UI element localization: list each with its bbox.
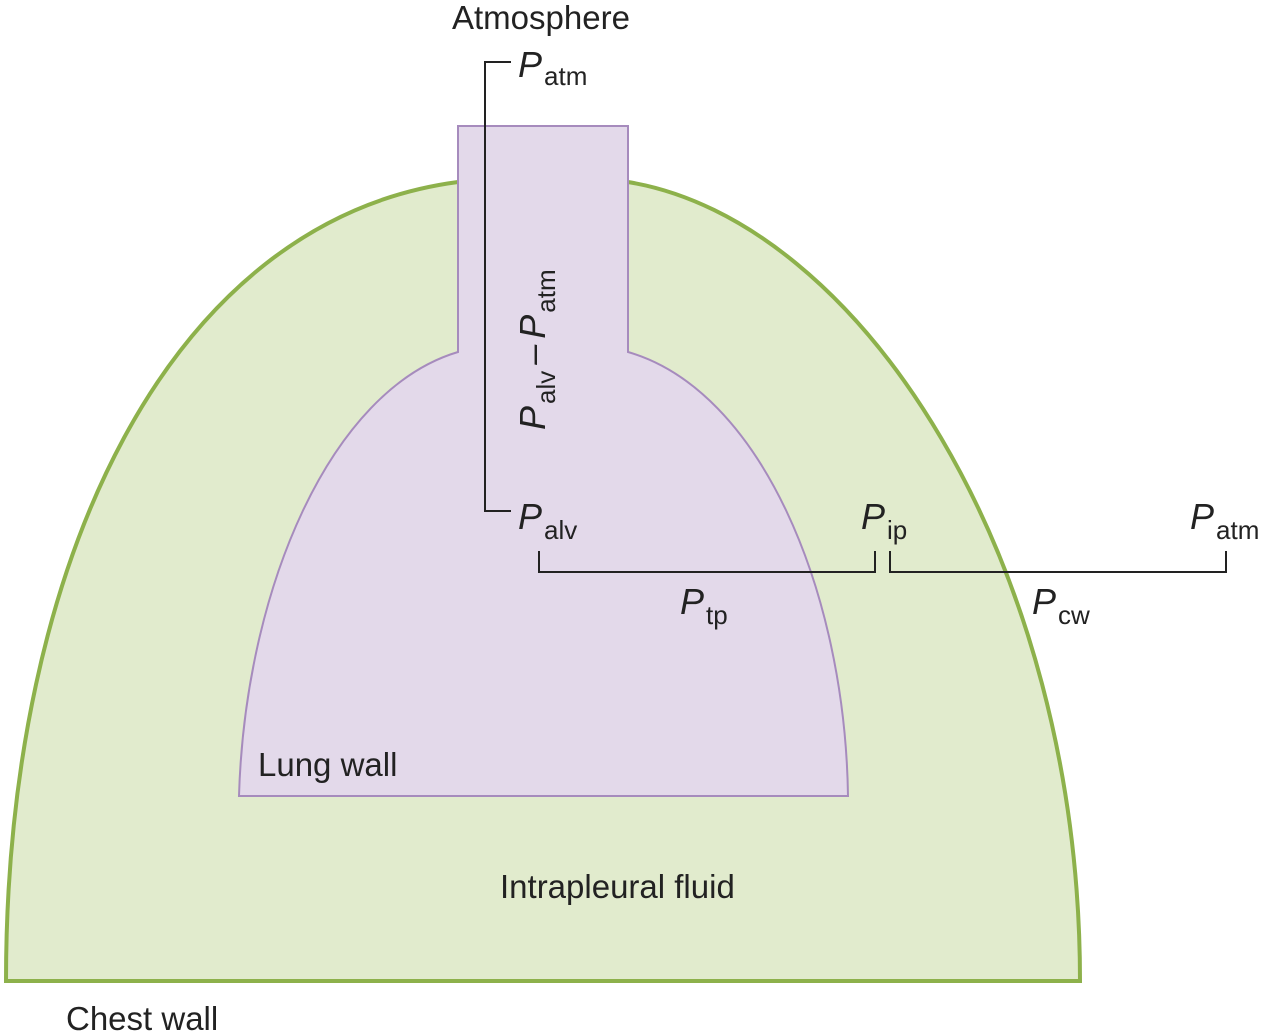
p-tp-label: Ptp bbox=[680, 581, 728, 630]
airway-pressure-bracket bbox=[484, 61, 511, 512]
airway-gradient-label: Palv–Patm bbox=[512, 269, 561, 430]
p-cw-label: Pcw bbox=[1032, 581, 1090, 630]
transpulmonary-bracket bbox=[538, 551, 876, 573]
p-ip-label: Pip bbox=[861, 496, 907, 545]
lung-shape bbox=[237, 125, 850, 797]
chest-wall-label: Chest wall bbox=[66, 1000, 218, 1036]
p-alv-label: Palv bbox=[518, 496, 577, 545]
p-atm-top-label: Patm bbox=[518, 44, 587, 91]
chest-wall-pressure-bracket bbox=[889, 551, 1227, 573]
intrapleural-fluid-label: Intrapleural fluid bbox=[500, 868, 735, 905]
lung-wall-label: Lung wall bbox=[258, 746, 397, 783]
atmosphere-label: Atmosphere bbox=[452, 0, 630, 36]
p-atm-right-label: Patm bbox=[1190, 496, 1259, 545]
